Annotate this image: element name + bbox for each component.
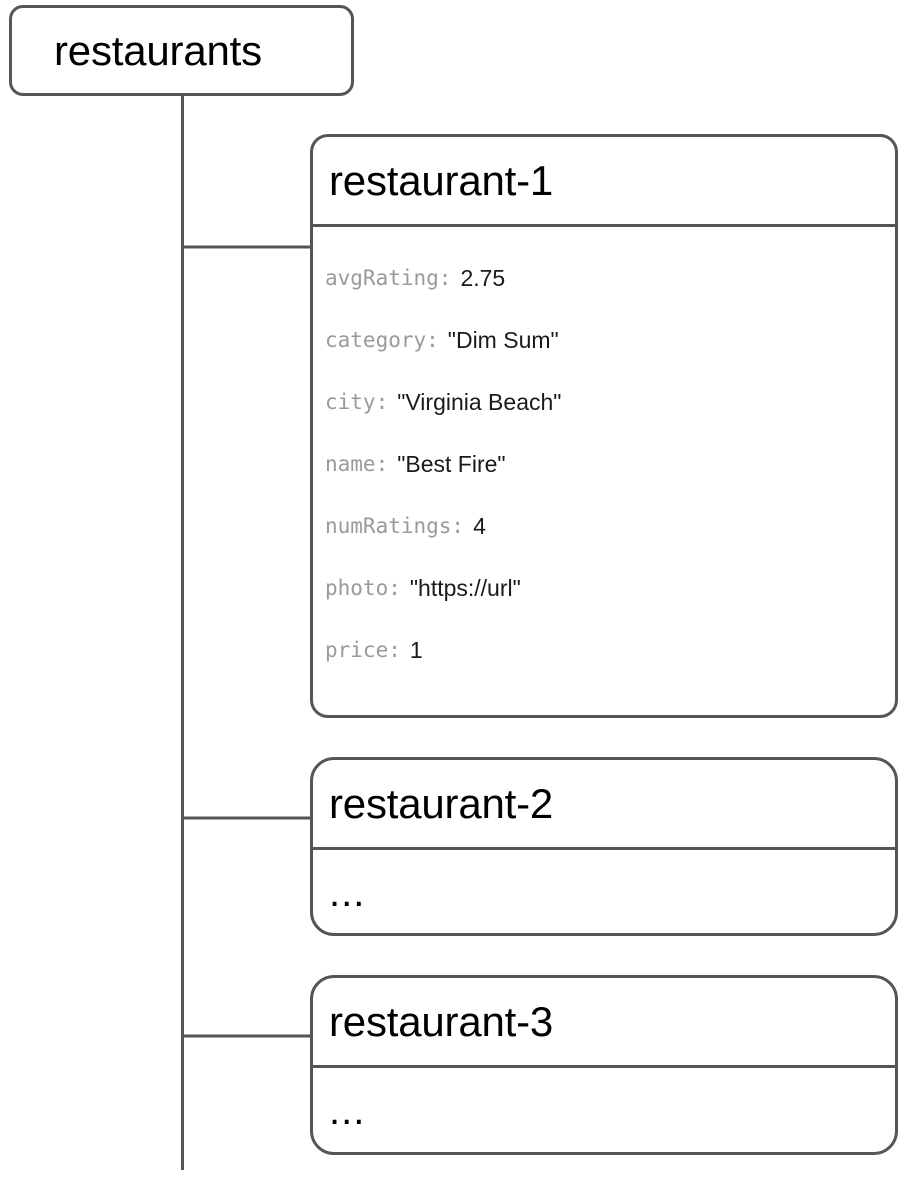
field-value: 4 [473,512,486,539]
field-value: "Virginia Beach" [397,388,562,415]
document-card-header[interactable]: restaurant-3 [313,978,895,1068]
document-fields-collapsed: ... [313,1068,895,1152]
field-row: numRatings: 4 [325,495,895,557]
ellipsis-label: ... [329,1089,366,1133]
document-card-restaurant-1[interactable]: restaurant-1 avgRating: 2.75 category: "… [310,134,898,718]
field-value: 2.75 [460,264,506,291]
field-value: "Best Fire" [397,450,506,477]
field-row: price: 1 [325,619,895,681]
field-key: photo: [325,575,401,600]
document-fields-collapsed: ... [313,850,895,933]
field-row: name: "Best Fire" [325,433,895,495]
document-card-header[interactable]: restaurant-2 [313,760,895,850]
document-id-label: restaurant-2 [329,779,554,827]
field-row: photo: "https://url" [325,557,895,619]
document-id-label: restaurant-3 [329,997,554,1045]
document-card-header[interactable]: restaurant-1 [313,137,895,227]
field-key: category: [325,327,439,352]
field-key: city: [325,389,389,414]
document-fields-list: avgRating: 2.75 category: "Dim Sum" city… [313,227,895,681]
field-row: category: "Dim Sum" [325,309,895,371]
ellipsis-label: ... [329,871,366,915]
field-row: city: "Virginia Beach" [325,371,895,433]
field-value: "Dim Sum" [447,326,559,353]
field-key: numRatings: [325,513,465,538]
root-collection-label: restaurants [54,26,262,74]
document-id-label: restaurant-1 [329,156,554,204]
field-key: name: [325,451,389,476]
document-card-restaurant-3[interactable]: restaurant-3 ... [310,975,898,1155]
field-row: avgRating: 2.75 [325,247,895,309]
root-collection-node[interactable]: restaurants [9,5,354,96]
field-key: price: [325,637,401,662]
document-card-restaurant-2[interactable]: restaurant-2 ... [310,757,898,936]
field-key: avgRating: [325,265,452,290]
field-value: 1 [409,636,423,663]
field-value: "https://url" [409,574,521,601]
